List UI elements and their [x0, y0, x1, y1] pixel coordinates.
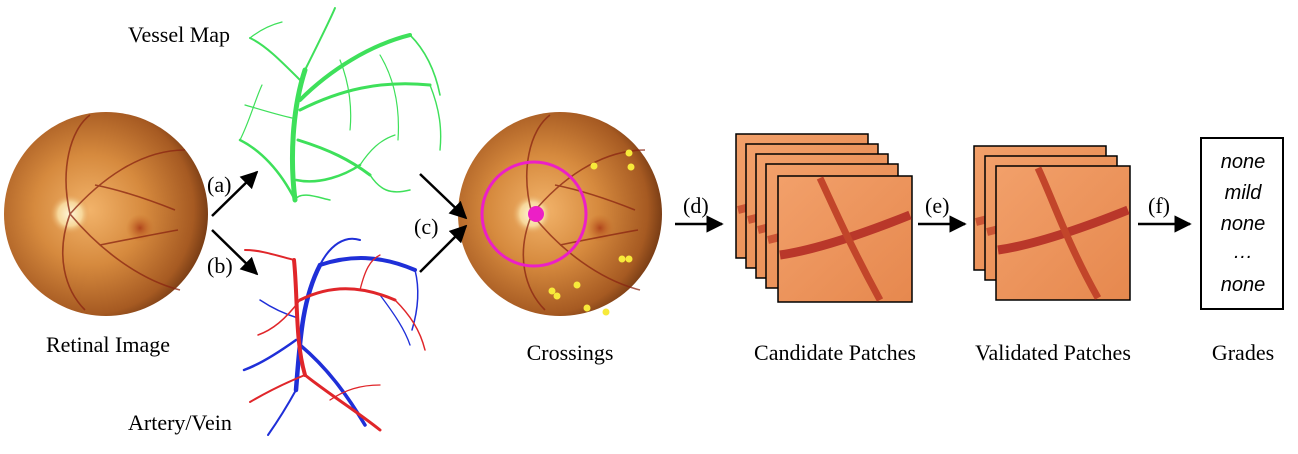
candidate-patches-label: Candidate Patches — [754, 340, 916, 365]
crossings-label: Crossings — [527, 340, 614, 365]
step-f-label: (f) — [1148, 193, 1170, 218]
crossing-points — [548, 149, 635, 316]
arrow-b — [211, 229, 259, 276]
retinal-image — [4, 112, 208, 316]
grades-label: Grades — [1212, 340, 1274, 365]
vessel-map-label: Vessel Map — [128, 22, 230, 47]
step-c-label: (c) — [414, 214, 438, 239]
step-a-label: (a) — [207, 172, 231, 197]
step-b-label: (b) — [207, 253, 233, 278]
arrow-a — [211, 170, 259, 217]
vessel-map-image — [238, 7, 442, 203]
artery-vein-label: Artery/Vein — [128, 410, 232, 435]
arrow-c-top — [419, 173, 468, 220]
grade-1: none — [1221, 151, 1266, 173]
artery-vein-image — [242, 237, 426, 436]
step-e-label: (e) — [925, 193, 949, 218]
candidate-patches-stack — [735, 133, 913, 303]
grade-ellipsis: … — [1233, 241, 1253, 263]
patch-front — [777, 175, 913, 303]
grade-3: none — [1221, 213, 1266, 235]
grade-5: none — [1221, 274, 1266, 296]
grades-box — [1200, 137, 1284, 310]
retinal-image-label: Retinal Image — [46, 332, 170, 357]
optic-disc-circle — [480, 160, 588, 268]
patch-front — [995, 165, 1131, 301]
validated-patches-label: Validated Patches — [975, 340, 1131, 365]
grade-2: mild — [1225, 182, 1263, 204]
crossings-image — [458, 112, 662, 316]
validated-patches-stack — [973, 145, 1131, 301]
step-d-label: (d) — [683, 193, 709, 218]
optic-disc-center — [528, 206, 544, 222]
arrow-c-bottom — [419, 224, 468, 273]
